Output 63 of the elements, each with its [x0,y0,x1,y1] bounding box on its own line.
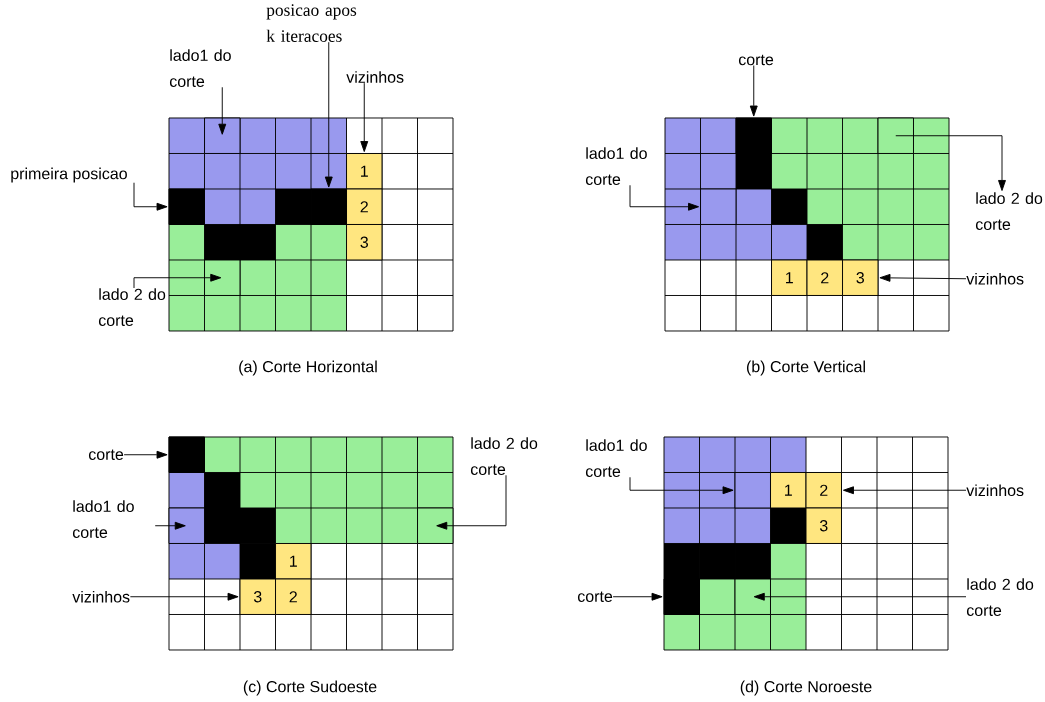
grid-cell [734,472,771,509]
grid-cell [663,578,700,615]
neighbor-cell: 3 [805,507,842,544]
neighbor-cell: 3 [346,224,383,261]
neighbor-cell: 2 [346,188,383,225]
grid-cell [168,507,205,544]
neighbor-cell: 2 [805,472,842,509]
grid-cell [734,578,771,615]
leader-arrow [612,592,663,601]
leader-arrow [753,592,967,601]
callout-text: lado1 do corte [169,49,231,87]
leader-arrow [360,82,369,153]
grid-cell [310,188,347,225]
leader-arrow [324,41,333,188]
callout-text: lado1 do corte [585,147,647,185]
grid-cell [204,117,241,154]
callout-text: lado 2 do corte [966,578,1034,616]
leader-arrow [749,65,758,117]
neighbor-cell: 3 [239,578,276,615]
leader-arrow [133,182,168,211]
callout-text: corte [738,54,774,66]
panel-caption: (d) Corte Noroeste [740,680,872,696]
callout-text: vizinhos [346,71,404,83]
neighbor-cell: 3 [842,259,879,296]
grid-cell [417,507,454,544]
callout-text: vizinhos [966,484,1024,497]
callout-text: lado 2 do corte [975,192,1043,230]
grid-cell [168,436,205,473]
callout-text: lado1 do corte [585,439,647,477]
leader-arrow [123,450,168,459]
callout-text: lado 2 do corte [470,437,538,475]
panel-caption: (a) Corte Horizontal [239,360,377,376]
callout-text: posicao apos k iteracoes [266,4,357,42]
leader-arrow [218,86,227,135]
callout-text: vizinhos [72,590,130,603]
leader-arrow [154,521,186,530]
grid-cell [700,188,737,225]
leader-arrow [879,273,967,282]
callout-text: vizinhos [966,272,1024,285]
leader-arrow [436,474,507,530]
neighbor-cell: 1 [275,543,312,580]
callout-text: primeira posicao [11,167,127,183]
neighbor-cell: 1 [346,153,383,190]
grid-cell [877,117,914,154]
grid-cell [735,117,772,154]
panel-caption: (b) Corte Vertical [746,360,865,376]
panel-caption: (c) Corte Sudoeste [243,680,377,696]
neighbor-cell: 1 [770,472,807,509]
leader-arrow [629,184,700,211]
callout-text: corte [577,591,613,602]
leader-arrow [629,476,734,495]
leader-arrow [895,135,1006,191]
callout-text: lado 2 do corte [98,288,166,326]
neighbor-cell: 2 [275,578,312,615]
leader-arrow [133,273,222,289]
leader-arrow [842,486,967,495]
leader-arrow [129,592,239,601]
neighbor-cell: 1 [771,259,808,296]
callout-text: lado1 do corte [72,500,134,538]
grid-cell [168,188,205,225]
neighbor-cell: 2 [806,259,843,296]
callout-text: corte [88,449,124,460]
grid-cell [204,259,241,296]
